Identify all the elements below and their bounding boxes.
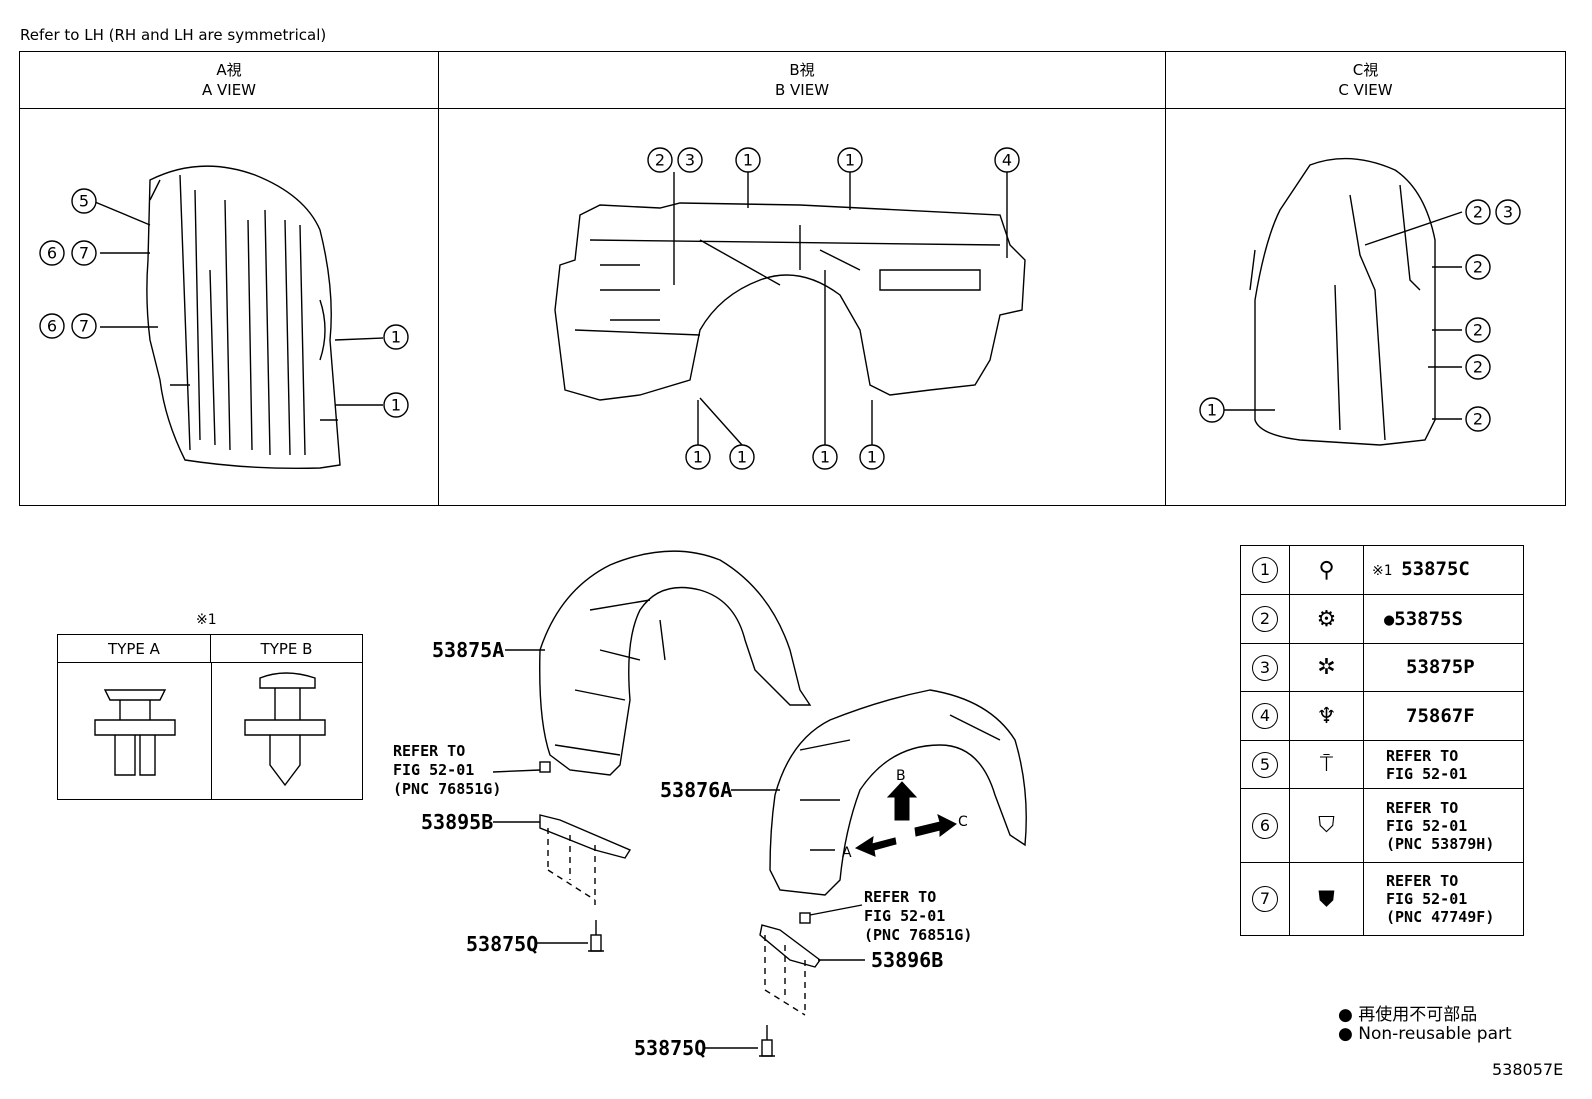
bracket-53896b-drawing xyxy=(759,924,821,968)
screw-53875q-drawing-2 xyxy=(759,1025,775,1057)
front-liner-53875a-drawing xyxy=(539,550,812,776)
clip-76851g-drawing-1 xyxy=(539,761,551,773)
push-clip-icon: ♆ xyxy=(1316,703,1337,729)
c-callout-1: 1 xyxy=(1207,401,1217,420)
part-label-53875a: 53875A xyxy=(432,638,505,662)
a-view-header: A視 A VIEW xyxy=(20,52,438,109)
legend-row: 1 ⚲ ※1 53875C xyxy=(1240,545,1524,595)
legend-num: 3 xyxy=(1252,654,1278,681)
c-callout-3: 3 xyxy=(1503,203,1513,222)
legend-num: 1 xyxy=(1252,557,1278,583)
type-b-header: TYPE B xyxy=(211,635,362,663)
part-label-53896b: 53896B xyxy=(871,948,944,972)
note-text: Refer to LH (RH and LH are symmetrical) xyxy=(20,26,327,44)
clip-76851g-drawing-2 xyxy=(799,912,811,924)
b-callout-4: 4 xyxy=(1002,151,1012,170)
b-callout-1d: 1 xyxy=(737,448,747,467)
a-view-liner-drawing xyxy=(146,165,341,470)
screw-icon: ✲ xyxy=(1317,655,1336,680)
clip-type-box: TYPE A TYPE B xyxy=(57,634,363,800)
b-callout-1: 1 xyxy=(743,151,753,170)
part-label-53895b: 53895B xyxy=(421,810,494,834)
c-view-column: C視 C VIEW xyxy=(1166,52,1565,505)
a-callout-1b: 1 xyxy=(391,396,401,415)
screw-53875q-drawing-1 xyxy=(588,920,604,952)
screw-grommet-icon: ⚙ xyxy=(1316,606,1337,632)
type-box-mark: ※1 xyxy=(196,612,217,628)
legend-row: 2 ⚙ ●53875S xyxy=(1240,594,1524,644)
c-callout-2b: 2 xyxy=(1473,258,1483,277)
b-callout-3: 3 xyxy=(685,151,695,170)
legend-num: 4 xyxy=(1252,703,1278,729)
b-callout-1f: 1 xyxy=(867,448,877,467)
nut-clip-icon: ⛉ xyxy=(1318,813,1335,838)
c-view-title-jp: C視 xyxy=(1352,61,1379,79)
parts-legend-table: 1 ⚲ ※1 53875C 2 ⚙ ●53875S 3 ✲ 53875P 4 ♆… xyxy=(1240,545,1524,936)
c-callout-2: 2 xyxy=(1473,203,1483,222)
a-callout-7b: 7 xyxy=(79,317,89,336)
legend-row: 3 ✲ 53875P xyxy=(1240,643,1524,692)
a-view-title-en: A VIEW xyxy=(201,81,257,99)
diagram-code: 538057E xyxy=(1492,1060,1564,1079)
arrow-c-label: C xyxy=(958,814,968,830)
c-view-header: C視 C VIEW xyxy=(1166,52,1565,109)
part-label-53875q-1: 53875Q xyxy=(466,932,539,956)
a-callout-1: 1 xyxy=(391,328,401,347)
legend-num: 6 xyxy=(1252,812,1278,839)
rivet-icon: ⍑ xyxy=(1319,752,1334,777)
rear-liner-53876a-drawing xyxy=(769,689,1027,896)
a-view-title-jp: A視 xyxy=(216,61,242,79)
type-b-clip-drawing xyxy=(244,672,326,787)
part-label-53875q-2: 53875Q xyxy=(634,1036,707,1060)
legend-num: 5 xyxy=(1252,751,1278,778)
b-view-title-jp: B視 xyxy=(789,61,815,79)
legend-row: 4 ♆ 75867F xyxy=(1240,691,1524,741)
b-view-header: B視 B VIEW xyxy=(439,52,1165,109)
c-view-liner-drawing xyxy=(1249,157,1436,446)
footer-jp: ● 再使用不可部品 xyxy=(1338,1005,1478,1025)
a-view-column: A視 A VIEW xyxy=(20,52,439,505)
c-view-title-en: C VIEW xyxy=(1338,81,1393,99)
legend-num: 2 xyxy=(1252,606,1278,632)
b-callout-1b: 1 xyxy=(845,151,855,170)
c-callout-2c: 2 xyxy=(1473,321,1483,340)
type-a-header: TYPE A xyxy=(58,635,211,663)
arrow-b-label: B xyxy=(896,768,906,784)
b-callout-1e: 1 xyxy=(820,448,830,467)
b-view-liner-drawing xyxy=(554,202,1026,401)
legend-part: 53875C xyxy=(1401,558,1470,580)
legend-num: 7 xyxy=(1252,886,1278,912)
c-callout-2d: 2 xyxy=(1473,358,1483,377)
a-callout-6b: 6 xyxy=(47,317,57,336)
c-callout-2e: 2 xyxy=(1473,410,1483,429)
b-view-column: B視 B VIEW xyxy=(439,52,1166,505)
a-callout-7: 7 xyxy=(79,244,89,263)
clip-icon: ⚲ xyxy=(1318,557,1335,583)
arrow-a-label: A xyxy=(842,845,852,861)
a-callout-6: 6 xyxy=(47,244,57,263)
part-label-53876a: 53876A xyxy=(660,778,733,802)
views-panel: A視 A VIEW B視 B VIEW C視 C VIEW xyxy=(19,51,1566,506)
retainer-icon: ⛊ xyxy=(1318,886,1335,912)
legend-part: 75867F xyxy=(1406,704,1475,727)
bracket-53895b-drawing xyxy=(539,814,632,859)
b-callout-1c: 1 xyxy=(693,448,703,467)
type-mark: ※1 xyxy=(1372,563,1393,579)
legend-part: 53875S xyxy=(1394,607,1463,630)
b-callout-2: 2 xyxy=(655,151,665,170)
legend-part: 53875P xyxy=(1406,656,1475,678)
view-direction-arrows xyxy=(854,781,957,857)
footer-en: ● Non-reusable part xyxy=(1338,1024,1512,1044)
b-view-title-en: B VIEW xyxy=(774,81,830,99)
non-reusable-mark: ● xyxy=(1384,609,1395,630)
type-a-clip-drawing xyxy=(94,689,176,776)
a-callout-5: 5 xyxy=(79,192,89,211)
